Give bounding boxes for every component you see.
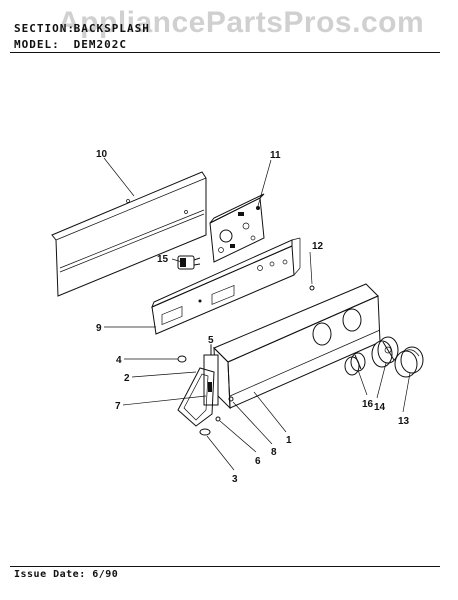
- part-bracket-3: [199, 428, 211, 436]
- footer-rule: [10, 566, 440, 567]
- callout-2: 2: [124, 373, 130, 384]
- callout-13: 13: [398, 416, 410, 427]
- callout-8: 8: [271, 447, 277, 458]
- leader-lines: [103, 157, 411, 471]
- model-value: DEM202C: [73, 38, 127, 51]
- callout-9: 9: [96, 323, 102, 334]
- part-dial-13: [394, 346, 424, 378]
- section-value: BACKSPLASH: [73, 22, 150, 35]
- part-end-cap: [177, 367, 215, 427]
- callout-16: 16: [362, 399, 374, 410]
- header-rule: [10, 52, 440, 53]
- part-clip-4: [177, 355, 187, 363]
- part-screw-6: [215, 416, 221, 422]
- section-header: SECTION: BACKSPLASH: [14, 22, 150, 35]
- issue-date: Issue Date: 6/90: [14, 569, 119, 580]
- callout-3: 3: [232, 474, 238, 485]
- model-label: MODEL:: [14, 38, 60, 51]
- callout-10: 10: [96, 149, 108, 160]
- part-switch: [177, 255, 201, 270]
- callout-4: 4: [116, 355, 122, 366]
- part-screw-8: [228, 396, 234, 402]
- part-screw-12: [309, 285, 315, 291]
- callout-15: 15: [157, 254, 169, 265]
- part-rear-cover: [51, 171, 207, 297]
- callout-labels: 10 11 15 12 9 5 4 2 7 16 14 13 1 8 6 3: [96, 149, 410, 485]
- callout-6: 6: [255, 456, 261, 467]
- part-dial-14: [371, 336, 399, 368]
- callout-11: 11: [270, 150, 281, 161]
- part-backsplash-panel: [151, 237, 301, 335]
- callout-1: 1: [286, 435, 292, 446]
- part-knob-16: [344, 352, 366, 376]
- callout-12: 12: [312, 241, 324, 252]
- model-header: MODEL: DEM202C: [14, 38, 127, 51]
- callout-14: 14: [374, 402, 386, 413]
- part-bracket-strip: [203, 345, 219, 406]
- section-label: SECTION:: [14, 22, 75, 35]
- part-control-bracket: [209, 193, 265, 263]
- part-console-housing: [213, 283, 381, 410]
- callout-5: 5: [208, 335, 214, 346]
- callout-7: 7: [115, 401, 121, 412]
